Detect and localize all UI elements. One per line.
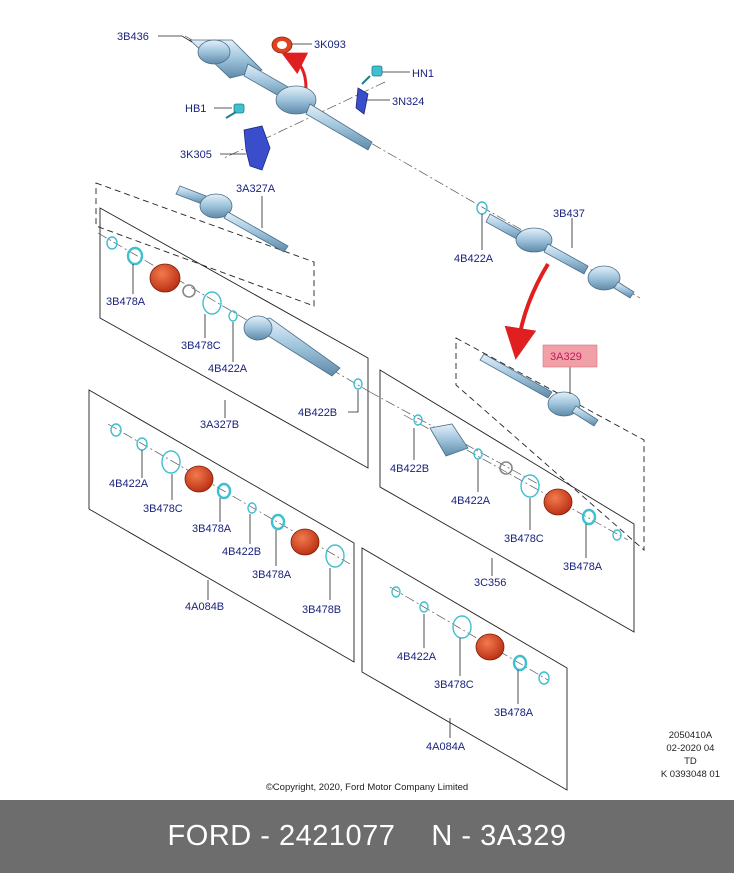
label-3K305: 3K305 (180, 149, 212, 161)
label-4B422B-3A327B: 4B422B (298, 407, 337, 419)
label-4B422B-3C356: 4B422B (390, 463, 429, 475)
kit-4A084A-parts (391, 586, 550, 685)
label-3N324: 3N324 (392, 96, 424, 108)
frame-4A084A (361, 547, 568, 791)
kit-3A327B-parts (106, 236, 363, 390)
label-3A327A: 3A327A (236, 183, 276, 195)
label-4B422B-4A084B: 4B422B (222, 546, 261, 558)
group-frames (88, 182, 645, 791)
kit-4A084B-parts (110, 423, 345, 568)
label-4B422A-3A327B: 4B422A (208, 363, 248, 375)
label-4B422A-3C356: 4B422A (451, 495, 491, 507)
label-3B478A-3A327B: 3B478A (106, 296, 146, 308)
label-3B436: 3B436 (117, 31, 149, 43)
drawing-date: 02-2020 04 (666, 743, 715, 754)
frame-4A084B (88, 389, 355, 663)
label-3B478C-4A084B: 3B478C (143, 503, 183, 515)
bolt-HB1 (225, 103, 245, 119)
label-3B478B: 3B478B (302, 604, 341, 616)
drawing-reference-block: 2050410A 02-2020 04 TD K 0393048 01 (661, 729, 720, 781)
seal-3K093 (271, 36, 293, 54)
part-labels: 3B436 3K093 HN1 HB1 3N324 3K305 3A327A 3… (106, 31, 603, 753)
label-3B437: 3B437 (553, 208, 585, 220)
label-3A329: 3A329 (550, 351, 582, 363)
frame-3C356 (379, 369, 635, 633)
label-3B478A-3C356: 3B478A (563, 561, 603, 573)
label-3K093: 3K093 (314, 39, 346, 51)
label-4B422A-4A084B-top: 4B422A (109, 478, 149, 490)
leader-lines (132, 35, 587, 738)
bracket-3K305 (243, 125, 271, 171)
install-arrow-upper (281, 52, 309, 89)
label-4B422A-right: 4B422A (454, 253, 494, 265)
shaft-3A329 (479, 353, 599, 427)
frame-3A329-dashed (455, 337, 645, 551)
shaft-3A327A (175, 185, 289, 253)
label-3B478A-4A084A: 3B478A (494, 707, 534, 719)
label-4A084A: 4A084A (426, 741, 466, 753)
reference-number: N - 3A329 (431, 820, 567, 852)
halfshaft-3B436 (188, 39, 373, 151)
label-HB1: HB1 (185, 103, 206, 115)
exploded-parts-diagram: 3B436 3K093 HN1 HB1 3N324 3K305 3A327A 3… (88, 31, 645, 791)
drawing-code: TD (684, 756, 697, 767)
label-3B478C-3C356: 3B478C (504, 533, 544, 545)
label-3B478C-4A084A: 3B478C (434, 679, 474, 691)
label-HN1: HN1 (412, 68, 434, 80)
install-arrow-right (504, 262, 550, 360)
brand-part-number: FORD - 2421077 (167, 820, 396, 852)
bolt-HN1 (361, 65, 383, 85)
part-number-banner: FORD - 2421077 N - 3A329 (0, 800, 734, 873)
drawing-id: 2050410A (668, 730, 713, 741)
kit-3C356-parts (413, 414, 622, 541)
label-3A327B: 3A327B (200, 419, 239, 431)
frame-3A327A-dashed (95, 182, 315, 307)
bracket-3N324 (355, 87, 369, 115)
label-4B422A-4A084A: 4B422A (397, 651, 437, 663)
highlight-box-3A329 (542, 344, 598, 368)
label-3C356: 3C356 (474, 577, 506, 589)
halfshaft-3B437 (485, 213, 635, 299)
label-3B478A-4A084B-2: 3B478A (252, 569, 292, 581)
label-4A084B: 4A084B (185, 601, 224, 613)
frame-3A327B (99, 207, 369, 469)
label-3B478C-3A327B: 3B478C (181, 340, 221, 352)
drawing-number: K 0393048 01 (660, 769, 720, 780)
circlip-4B422A-right (476, 201, 488, 215)
copyright-notice: ©Copyright, 2020, Ford Motor Company Lim… (265, 782, 469, 793)
label-3B478A-4A084B-1: 3B478A (192, 523, 232, 535)
